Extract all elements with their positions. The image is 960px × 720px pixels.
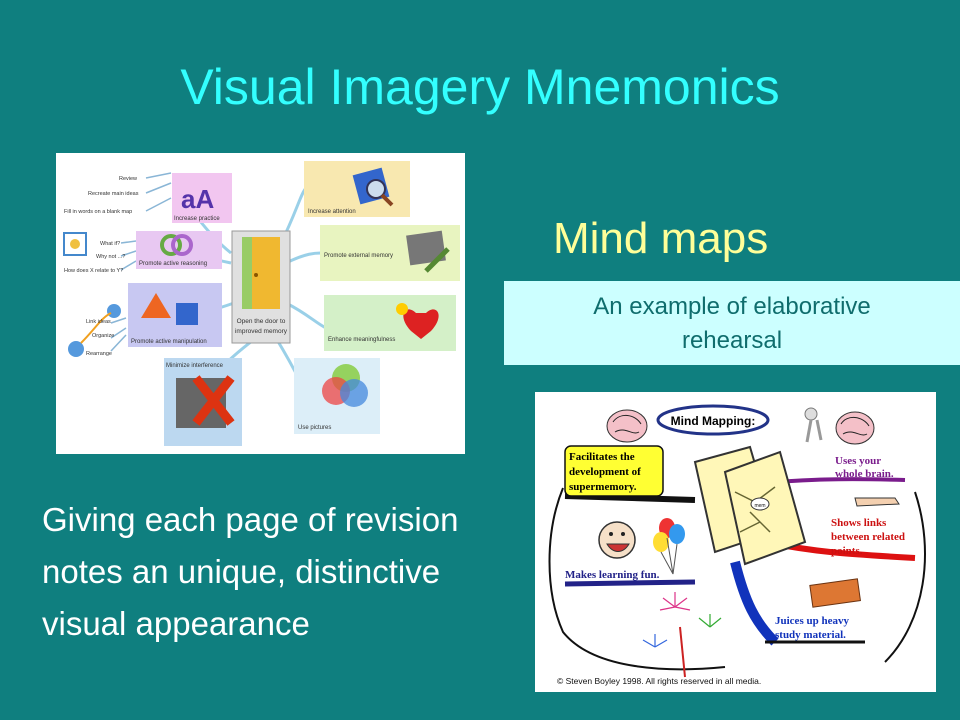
brain-line-2: whole brain. bbox=[835, 468, 894, 480]
caption-text: Giving each page of revision notes an un… bbox=[42, 501, 459, 642]
mind-map-illustration: aA Increase practice Review Recreate mai… bbox=[56, 153, 465, 454]
link-ideas-label: Link ideas bbox=[86, 319, 111, 325]
slide-title: Visual Imagery Mnemonics bbox=[180, 59, 780, 115]
external-memory-label: Promote external memory bbox=[324, 253, 393, 259]
fun-text: Makes learning fun. bbox=[565, 569, 660, 581]
attention-label: Increase attention bbox=[308, 209, 356, 215]
brain-line-1: Uses your bbox=[835, 455, 881, 467]
increase-practice-label: Increase practice bbox=[174, 216, 220, 222]
links-line-1: Shows links bbox=[831, 517, 887, 529]
example-line-1: An example of elaborative bbox=[593, 293, 871, 320]
facilitates-line-1: Facilitates the bbox=[569, 451, 635, 463]
copyright-text: © Steven Boyley 1998. All rights reserve… bbox=[557, 676, 761, 686]
minimize-label: Minimize interference bbox=[166, 363, 224, 369]
example-line-2: rehearsal bbox=[681, 327, 783, 354]
links-line-2: between related bbox=[831, 531, 905, 543]
mind-mapping-cartoon: Mind Mapping: mem Facilitates the develo… bbox=[535, 392, 936, 692]
rearrange-label: Rearrange bbox=[86, 351, 112, 357]
active-manipulation-label: Promote active manipulation bbox=[131, 339, 207, 345]
what-if-label: What if? bbox=[100, 241, 120, 247]
organize-label: Organize bbox=[92, 333, 114, 339]
example-box: An example of elaborative rehearsal bbox=[504, 281, 960, 365]
center-label-2: improved memory bbox=[235, 328, 288, 335]
mind-maps-heading: Mind maps bbox=[553, 214, 769, 263]
recreate-label: Recreate main ideas bbox=[88, 191, 139, 197]
center-tag: mem bbox=[754, 503, 765, 509]
facilitates-line-2: development of bbox=[569, 466, 641, 478]
review-label: Review bbox=[119, 176, 137, 182]
active-reasoning-label: Promote active reasoning bbox=[139, 261, 207, 267]
why-not-label: Why not ...? bbox=[96, 254, 125, 260]
facilitates-line-3: supermemory. bbox=[569, 481, 637, 493]
how-relate-label: How does X relate to Y? bbox=[64, 268, 123, 274]
meaningfulness-label: Enhance meaningfulness bbox=[328, 337, 395, 343]
fill-in-label: Fill in words on a blank map bbox=[64, 209, 132, 215]
juices-line-2: study material. bbox=[775, 629, 846, 641]
links-line-3: points. bbox=[831, 545, 863, 557]
pictures-label: Use pictures bbox=[298, 425, 331, 431]
center-label-1: Open the door to bbox=[237, 318, 286, 325]
svg-text:aA: aA bbox=[181, 184, 214, 214]
mind-mapping-title: Mind Mapping: bbox=[671, 414, 756, 428]
juices-line-1: Juices up heavy bbox=[775, 615, 849, 627]
